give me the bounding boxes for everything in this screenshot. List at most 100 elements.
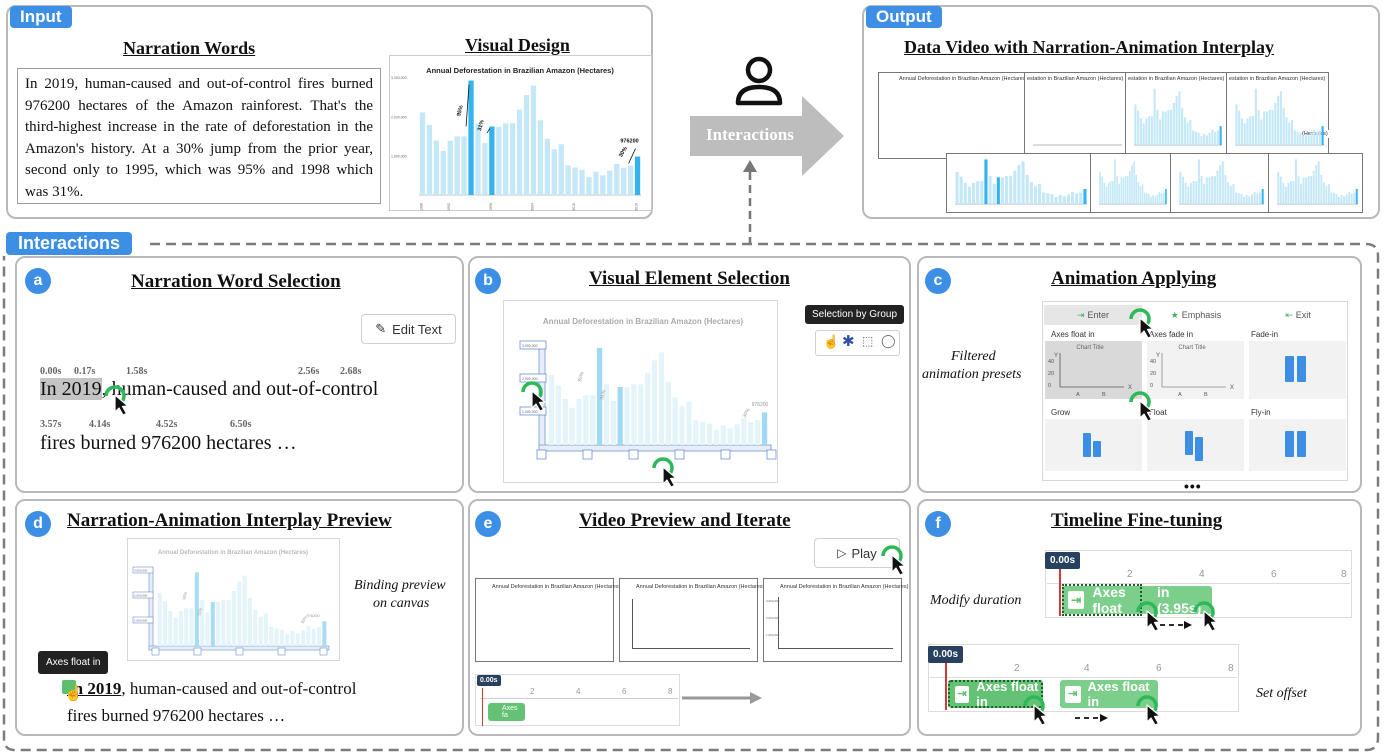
bar xyxy=(1343,196,1346,204)
bar xyxy=(686,402,692,445)
bar xyxy=(1009,176,1013,204)
bar xyxy=(295,633,300,646)
group-select-icon[interactable]: ✱ xyxy=(842,334,855,350)
animation-bar-original[interactable]: ⇥ Axes float in xyxy=(948,679,1043,709)
bar xyxy=(1203,183,1206,204)
more-dots: ••• xyxy=(1184,478,1202,494)
bar xyxy=(1058,194,1062,204)
mini-playhead[interactable] xyxy=(482,688,483,726)
bar xyxy=(1062,196,1066,204)
binding-label-1: Binding preview xyxy=(354,578,446,593)
bar xyxy=(247,597,252,646)
bar xyxy=(269,627,274,646)
play-label: Play xyxy=(851,545,877,561)
play-icon: ▷ xyxy=(837,546,847,560)
bar xyxy=(1148,194,1150,204)
chart-text: 1,000,000 xyxy=(391,155,407,159)
preset-axes-float-in[interactable] xyxy=(1045,341,1142,399)
chart-text: Annual Deforestation in Brazilian Amazon… xyxy=(426,66,614,75)
bar xyxy=(1232,184,1235,204)
bar xyxy=(558,144,564,195)
bar xyxy=(576,399,582,445)
time-2: 1.58s xyxy=(126,366,148,377)
bar xyxy=(583,395,589,445)
timeline-2-tick: 4 xyxy=(1084,663,1090,674)
range-select-icon[interactable]: ⬚ xyxy=(862,334,874,348)
bar xyxy=(755,420,761,445)
y-tick-box xyxy=(132,566,154,574)
bar xyxy=(562,399,568,445)
timeline-2-playhead[interactable] xyxy=(945,663,947,710)
mini-animation-bar[interactable]: Axes fa xyxy=(488,703,525,721)
edit-text-button[interactable]: ✎ Edit Text xyxy=(361,314,456,344)
bar xyxy=(426,124,433,195)
visual-design-heading: Visual Design xyxy=(465,35,570,55)
bar xyxy=(627,165,634,195)
bound-word-bold[interactable]: In 2019 xyxy=(67,679,122,698)
chart-text: Annual Deforestation in Brazilian Amazon… xyxy=(158,550,308,556)
cursor-icon xyxy=(520,380,552,417)
bar xyxy=(194,572,199,646)
lasso-select-icon[interactable]: ◯ xyxy=(881,333,896,348)
bar xyxy=(1353,192,1356,204)
bar xyxy=(1203,133,1206,145)
original-bar-outline[interactable] xyxy=(1062,584,1142,616)
bar xyxy=(1183,117,1186,145)
tab-emphasis[interactable]: ★Emphasis xyxy=(1147,305,1245,325)
bar xyxy=(631,384,637,445)
bar xyxy=(237,581,242,646)
output-frame xyxy=(1170,153,1269,213)
video-frame-2: Annual Deforestation in Brazilian Amazon… xyxy=(619,578,764,662)
bar xyxy=(706,423,713,445)
chart-text: Y xyxy=(1054,353,1058,359)
play-button[interactable]: ▷ Play xyxy=(814,538,900,568)
bar xyxy=(1325,186,1328,204)
tab-exit[interactable]: ⇤Exit xyxy=(1249,305,1347,325)
bar xyxy=(1332,193,1335,204)
animation-bar-offset[interactable]: ⇥ Axes float in xyxy=(1060,679,1158,709)
word-in-selected[interactable]: In xyxy=(40,378,57,400)
bar xyxy=(1300,183,1303,204)
selection-by-group-tooltip: Selection by Group xyxy=(805,305,905,324)
chart-text: 95% xyxy=(577,371,586,383)
bar xyxy=(1186,122,1189,145)
single-select-icon[interactable]: ☝ xyxy=(823,334,840,349)
word-2019-selected[interactable]: 2019 xyxy=(61,378,102,400)
panel-e-heading: Video Preview and Iterate xyxy=(579,510,791,531)
panel-f-heading: Timeline Fine-tuning xyxy=(1051,510,1223,531)
output-frame-chart xyxy=(1134,88,1222,146)
bar xyxy=(1322,182,1325,204)
set-offset-label: Set offset xyxy=(1256,686,1307,701)
time-4: 2.68s xyxy=(340,366,362,377)
timeline-1-playhead[interactable] xyxy=(1059,569,1061,616)
arrow-shape xyxy=(1139,317,1154,339)
bar xyxy=(1050,194,1054,204)
bar xyxy=(1017,165,1021,204)
video-frame-3-ytick: 1,000,000 xyxy=(766,633,780,637)
bar xyxy=(734,424,740,445)
bar xyxy=(988,176,992,204)
bar xyxy=(1211,129,1214,145)
chart-text: 30% xyxy=(742,407,752,419)
tab-enter[interactable]: ⇥Enter xyxy=(1044,305,1142,325)
bar xyxy=(1345,194,1348,204)
output-frame xyxy=(946,153,1092,213)
bar xyxy=(700,421,706,445)
chart-text: 976200 xyxy=(306,613,320,618)
animation-marker-icon[interactable] xyxy=(62,680,76,694)
bar xyxy=(1246,118,1249,145)
chart-text: 3,000,000 xyxy=(522,344,538,348)
enter-icon: ⇥ xyxy=(1068,591,1085,609)
bar xyxy=(1122,177,1125,204)
time-8: 6.50s xyxy=(230,419,252,430)
input-bar-chart: Annual Deforestation in Brazilian Amazon… xyxy=(391,66,641,211)
chart-text: A xyxy=(1076,392,1080,398)
bar xyxy=(1197,159,1200,204)
animation-bar-extended[interactable]: ⇥ Axes float in (3.95s) xyxy=(1062,584,1212,616)
arrow-shape xyxy=(1146,704,1161,726)
chart-text: X xyxy=(1230,385,1234,391)
chart-text: Y xyxy=(1156,353,1160,359)
preset-axes-fade-in[interactable] xyxy=(1147,341,1244,399)
bar xyxy=(1042,192,1046,204)
bar xyxy=(1321,126,1324,145)
